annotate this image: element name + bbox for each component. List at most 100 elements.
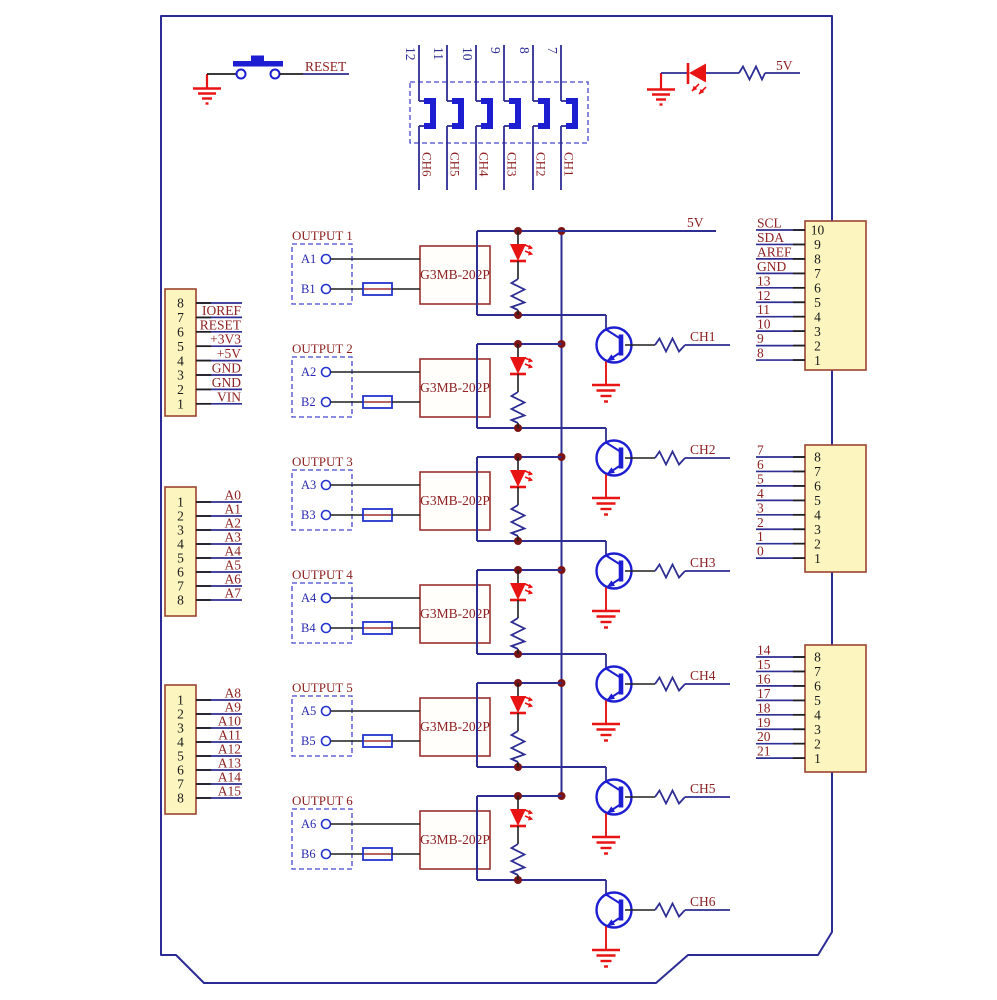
- pin-number: 2: [177, 382, 184, 397]
- pin-number: 7: [177, 310, 184, 325]
- transistor-icon: [595, 891, 633, 929]
- transistor-icon: [595, 439, 633, 477]
- pin-number: 2: [814, 536, 821, 551]
- pin-number: 4: [814, 508, 821, 523]
- pin-b-label: B2: [301, 395, 316, 409]
- ground-icon: [592, 383, 620, 403]
- pushbutton-icon: [233, 61, 283, 67]
- pin-number: 6: [177, 325, 184, 340]
- pin-net-label: 18: [757, 700, 771, 715]
- fuse-icon: [362, 847, 393, 861]
- pin-number: 7: [177, 777, 184, 792]
- pin-b-circle: [320, 283, 332, 295]
- resistor-icon: [509, 504, 527, 537]
- pin-net-label: A6: [225, 572, 242, 587]
- pin-number: 4: [177, 735, 184, 750]
- pin-a-circle: [320, 705, 332, 717]
- pin-net-label: 10: [757, 317, 771, 332]
- pin-net-label: A11: [218, 728, 241, 743]
- pin-number: 1: [177, 693, 184, 708]
- ground-icon: [592, 496, 620, 516]
- pin-number: 9: [814, 237, 821, 252]
- pin-net-label: 21: [757, 744, 771, 759]
- transistor-collector: [605, 780, 622, 792]
- pin-net-label: A7: [225, 586, 242, 601]
- led-arrowhead: [528, 476, 533, 482]
- 5v-bus: [557, 227, 566, 800]
- jumper-top-pin-label: 9: [488, 47, 503, 54]
- board-outline: [160, 15, 833, 984]
- transistor-collector: [605, 893, 622, 905]
- pin-net-label: 20: [757, 729, 771, 744]
- jumper-channel-label: CH2: [534, 152, 549, 177]
- led-arrowhead: [528, 363, 533, 369]
- pin-net-label: +3V3: [210, 332, 241, 347]
- output-title: OUTPUT 4: [292, 567, 353, 582]
- jumper-top-pin-label: 7: [545, 47, 560, 54]
- pin-net-label: A1: [225, 502, 242, 517]
- led-arrowhead: [528, 696, 533, 702]
- pin-number: 6: [814, 281, 821, 296]
- transistor-collector: [605, 328, 622, 340]
- pin-number: 7: [814, 266, 821, 281]
- pin-number: 7: [814, 464, 821, 479]
- led-triangle: [510, 583, 526, 600]
- pin-net-label: 7: [757, 443, 764, 458]
- led-triangle: [510, 244, 526, 261]
- relay-part-label: G3MB-202P: [420, 606, 490, 621]
- pin-net-label: A12: [218, 742, 241, 757]
- jumper-block-frame: [409, 81, 589, 144]
- base-resistor-icon: [654, 449, 686, 467]
- pin-b-circle: [320, 509, 332, 521]
- header-body: [164, 288, 197, 417]
- pin-number: 3: [177, 368, 184, 383]
- emitter-arrowhead: [606, 806, 615, 814]
- pin-number: 4: [814, 309, 821, 324]
- reset-button-circuit: RESET: [193, 55, 349, 105]
- relay-box: [419, 245, 491, 305]
- pin-b-circle: [320, 848, 332, 860]
- pin-net-label: GND: [212, 375, 241, 390]
- pin-b-label: B1: [301, 282, 316, 296]
- channel-net-label: CH2: [690, 442, 716, 457]
- pin-b-label: B5: [301, 734, 316, 748]
- pin-number: 8: [814, 650, 821, 665]
- jumper-shunt-icon: [538, 98, 550, 129]
- pin-number: 1: [814, 353, 821, 368]
- button-pin: [235, 68, 247, 80]
- pin-number: 7: [814, 664, 821, 679]
- led-arrowhead: [528, 244, 533, 250]
- output-title: OUTPUT 6: [292, 793, 353, 808]
- pin-number: 5: [814, 493, 821, 508]
- pin-number: 6: [814, 479, 821, 494]
- pin-net-label: GND: [212, 361, 241, 376]
- header-body: [804, 644, 867, 773]
- channel-led-icon: [510, 583, 533, 602]
- output-title: OUTPUT 2: [292, 341, 353, 356]
- output-title: OUTPUT 5: [292, 680, 353, 695]
- pin-net-label: A3: [225, 530, 242, 545]
- pin-net-label: +5V: [217, 346, 241, 361]
- pin-number: 6: [177, 763, 184, 778]
- resistor-icon: [738, 64, 766, 82]
- pin-number: 10: [811, 223, 825, 238]
- pin-net-label: VIN: [217, 389, 241, 404]
- pin-net-label: 11: [757, 302, 770, 317]
- relay-box: [419, 471, 491, 531]
- pin-net-label: 4: [757, 486, 764, 501]
- pin-a-label: A3: [301, 478, 316, 492]
- pin-number: 4: [814, 708, 821, 723]
- jumper-channel-label: CH3: [505, 152, 520, 177]
- pin-b-label: B3: [301, 508, 316, 522]
- channel-net-label: CH4: [690, 668, 716, 683]
- fuse-icon: [362, 282, 393, 296]
- pin-net-label: 12: [757, 288, 771, 303]
- base-resistor-icon: [654, 901, 686, 919]
